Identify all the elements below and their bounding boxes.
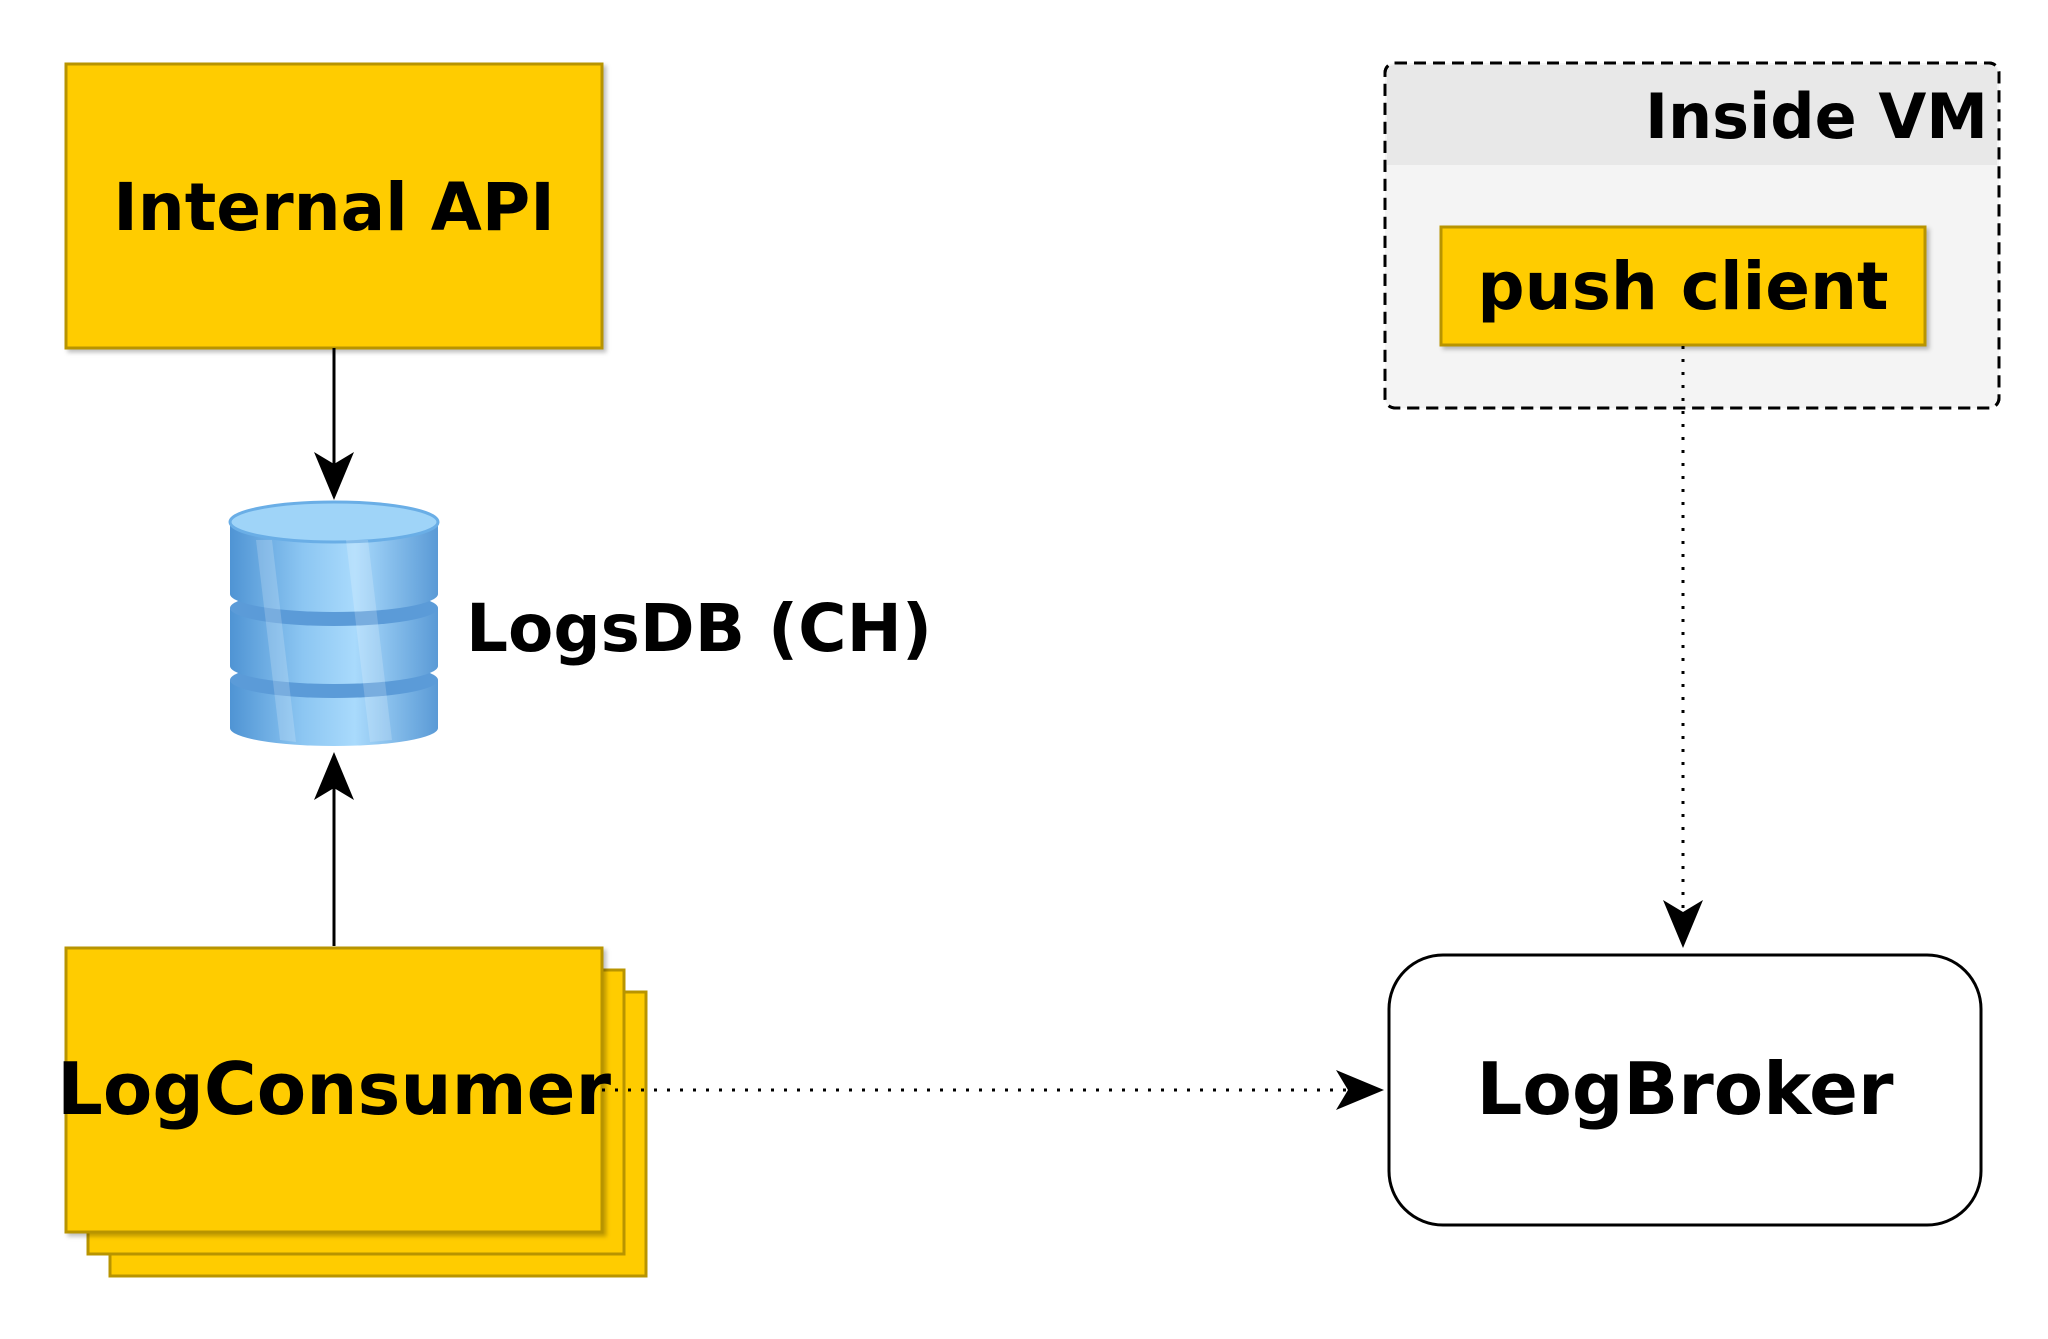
push-client-node[interactable]: push client [1439, 225, 1927, 347]
logconsumer-node[interactable]: LogConsumer [57, 946, 648, 1278]
internal-api-label: Internal API [113, 169, 555, 246]
logbroker-node[interactable]: LogBroker [1387, 953, 1983, 1227]
edge-internal-api-to-logsdb [314, 348, 354, 500]
logconsumer-label: LogConsumer [57, 1047, 611, 1131]
edge-pushclient-to-logbroker [1663, 346, 1703, 948]
logsdb-label: LogsDB (CH) [466, 590, 932, 667]
database-icon [228, 500, 440, 746]
edge-logconsumer-to-logsdb [314, 752, 354, 946]
internal-api-node[interactable]: Internal API [64, 62, 604, 350]
push-client-label: push client [1477, 248, 1888, 325]
logsdb-node[interactable]: LogsDB (CH) [228, 500, 932, 746]
edge-logconsumer-to-logbroker [602, 1070, 1384, 1110]
inside-vm-label: Inside VM [1645, 80, 1988, 153]
logbroker-label: LogBroker [1476, 1047, 1894, 1131]
